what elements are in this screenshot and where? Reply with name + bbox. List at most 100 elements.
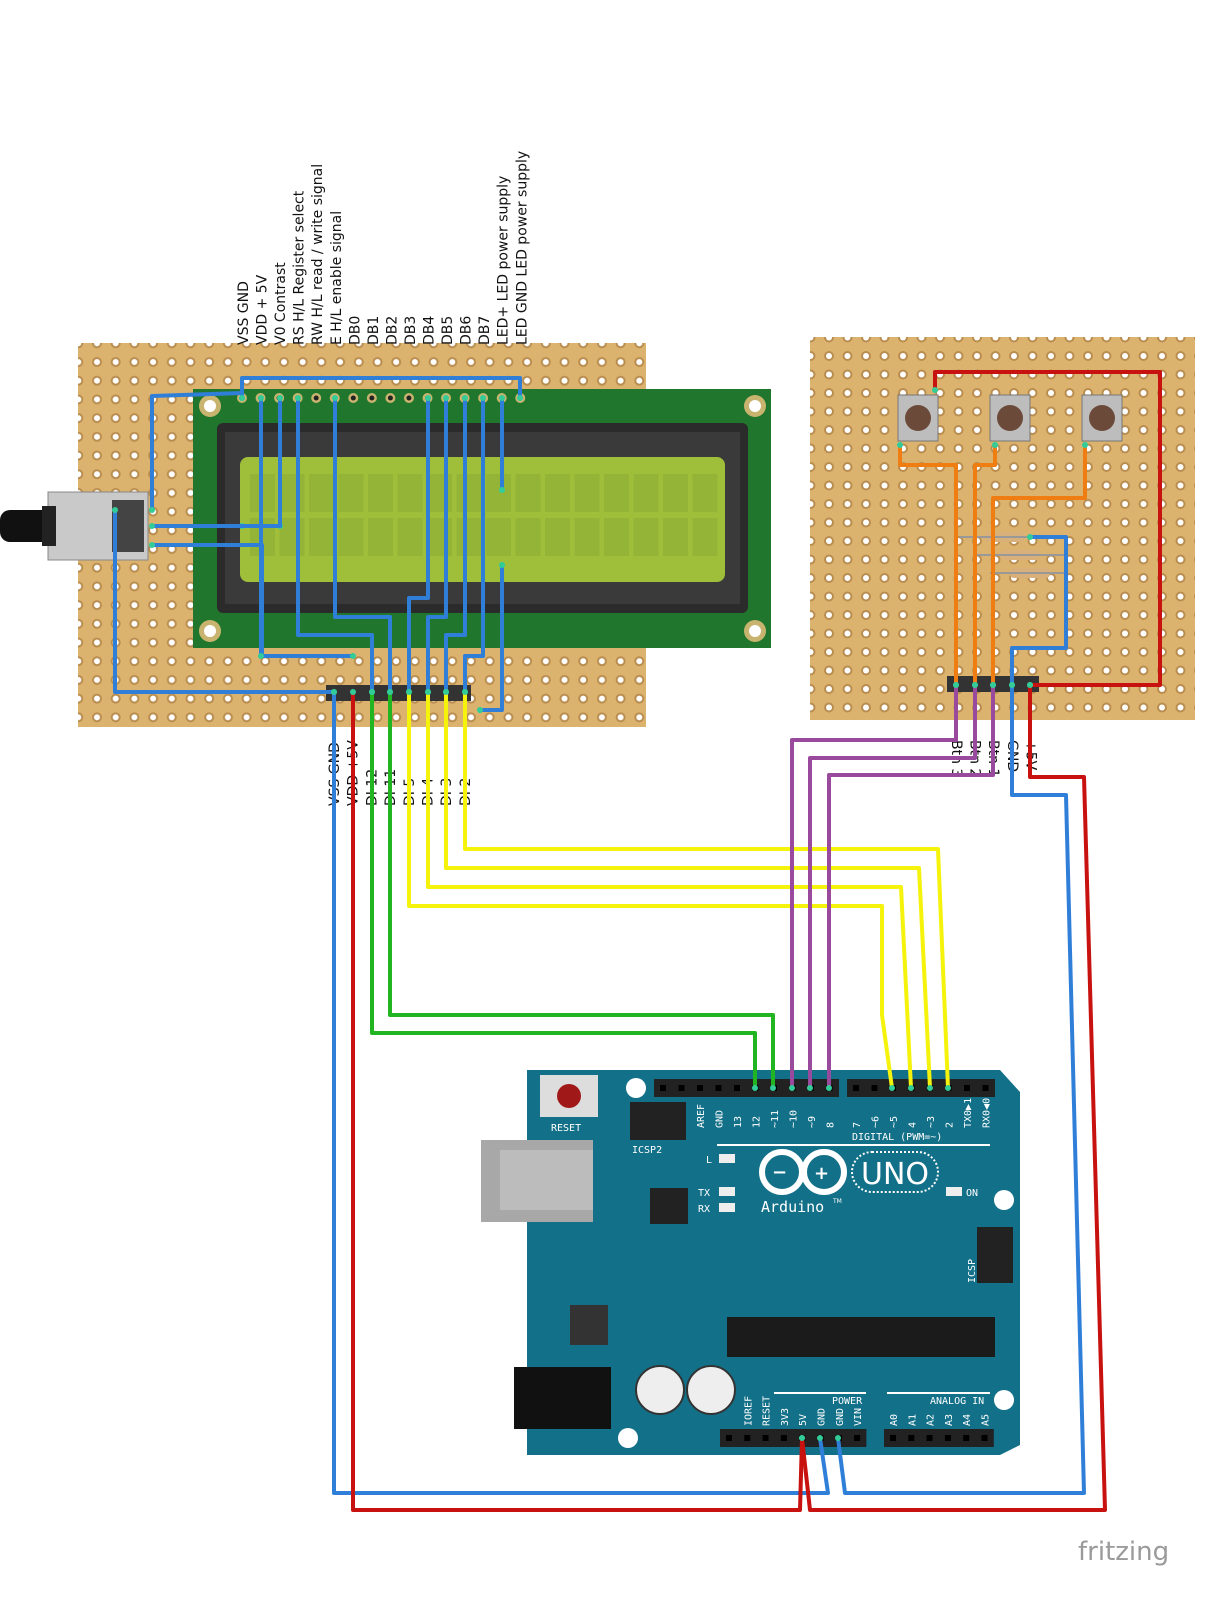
header-pin[interactable] — [762, 1435, 769, 1441]
wire-d8-btn1 — [827, 683, 995, 1090]
lcd-pin-label: LED GND LED power supply — [514, 151, 530, 345]
led-l-label: L — [706, 1155, 712, 1166]
lcd-pin-label: DB0 — [347, 316, 363, 345]
wire-5v-lcd — [351, 690, 804, 1512]
wire-d9-btn2 — [808, 683, 977, 1090]
lcd-pin-label: DB6 — [459, 316, 475, 345]
header-pin[interactable] — [780, 1435, 787, 1441]
header-pin[interactable] — [726, 1435, 732, 1441]
lcd-pin-label: V0 Contrast — [273, 262, 289, 345]
pin-label: RESET — [762, 1396, 773, 1426]
lcd-char-cell — [486, 474, 511, 512]
lcd-char-cell — [397, 474, 423, 512]
lcd-char-cell — [515, 518, 541, 556]
header-pin[interactable] — [963, 1435, 970, 1441]
power-jack — [514, 1367, 611, 1429]
lcd-pin-label: DB3 — [403, 316, 419, 345]
lcd-pin-label: DB4 — [422, 316, 438, 345]
button-stripboard — [810, 337, 1195, 720]
lcd-char-cell — [368, 518, 393, 556]
wire-pot-left — [113, 508, 336, 694]
lcd-char-cell — [279, 518, 305, 556]
header-pin[interactable] — [854, 1435, 861, 1441]
lcd-char-cell — [456, 518, 482, 556]
header-pin[interactable] — [853, 1085, 859, 1091]
push-button[interactable] — [1081, 394, 1123, 442]
header-pin[interactable] — [926, 1435, 933, 1441]
arduino-brand: Arduino — [761, 1198, 824, 1216]
header-pin[interactable] — [871, 1085, 878, 1091]
wire-d12 — [370, 690, 757, 1090]
pin-label: 4 — [908, 1122, 919, 1128]
wire-db4 — [407, 396, 430, 694]
lcd-pin-label: DB1 — [366, 316, 382, 345]
header-pin[interactable] — [981, 1435, 988, 1441]
header-pin[interactable] — [697, 1085, 703, 1091]
lcd-char-cell — [545, 474, 570, 512]
lcd-char-cell — [663, 474, 688, 512]
wire-btn1 — [991, 443, 1087, 687]
pin-label: 5V — [798, 1414, 809, 1426]
power-label: POWER — [832, 1396, 863, 1407]
lcd-board-header — [326, 685, 471, 701]
reset-label: RESET — [551, 1123, 581, 1134]
pin-label: 12 — [752, 1116, 763, 1128]
fritzing-watermark: fritzing — [1078, 1537, 1169, 1567]
wire-d10-btn3 — [790, 683, 958, 1090]
led-rx-label: RX — [698, 1204, 710, 1215]
lcd-char-cell — [309, 518, 334, 556]
wire-lcd-top-bus — [240, 376, 522, 400]
header-pin[interactable] — [982, 1085, 989, 1091]
pin-label: AREF — [696, 1104, 707, 1128]
wire-led-gnd — [478, 563, 504, 712]
header-pin[interactable] — [715, 1085, 722, 1091]
pin-label: RX0◀0 — [982, 1098, 993, 1128]
lcd-char-cell — [545, 518, 570, 556]
header-pin[interactable] — [660, 1085, 666, 1091]
arduino-logo: − + UNO Arduino TM — [759, 1149, 939, 1216]
header-pin[interactable] — [744, 1435, 751, 1441]
lcd-pin-label: RS H/L Register select — [292, 190, 308, 345]
header-pin[interactable] — [734, 1085, 740, 1091]
lcd-char-cell — [486, 518, 511, 556]
lcd-char-cell — [692, 518, 718, 556]
lcd-char-cell — [633, 474, 659, 512]
header-pin[interactable] — [678, 1085, 685, 1091]
wire-db7 — [463, 396, 485, 694]
led-tx-label: TX — [698, 1188, 710, 1199]
lcd-char-cell — [338, 518, 364, 556]
push-button[interactable] — [897, 394, 939, 442]
wire-d2 — [463, 690, 950, 1090]
analog-label: ANALOG IN — [930, 1396, 984, 1407]
pin-label: A1 — [907, 1414, 918, 1426]
lcd-char-cell — [368, 474, 393, 512]
header-pin[interactable] — [908, 1435, 915, 1441]
lcd-pin-label: DB2 — [384, 316, 400, 345]
wire-d3 — [444, 690, 932, 1090]
lcd-char-cell — [604, 518, 629, 556]
svg-text:−: − — [772, 1162, 787, 1183]
header-pin[interactable] — [890, 1435, 896, 1441]
pin-label: VIN — [853, 1408, 864, 1426]
lcd-char-cell — [633, 518, 659, 556]
header-pin[interactable] — [964, 1085, 970, 1091]
pin-label: ~11 — [770, 1110, 781, 1128]
pin-label: 3V3 — [780, 1408, 791, 1426]
lcd-pin-label: DB7 — [477, 316, 493, 345]
icsp2-label: ICSP2 — [632, 1145, 662, 1156]
pin-label: 13 — [733, 1116, 744, 1128]
wire-btn-power — [933, 370, 1162, 687]
potentiometer — [0, 491, 149, 561]
header-pin[interactable] — [944, 1435, 951, 1441]
wire-btn2 — [973, 443, 997, 687]
lcd-char-cell — [309, 474, 334, 512]
lcd-char-cell — [279, 474, 305, 512]
pin-label: GND — [715, 1110, 726, 1128]
wire-d5 — [407, 690, 894, 1090]
pin-label: A4 — [962, 1414, 973, 1426]
lcd-pin-label: RW H/L read / write signal — [310, 164, 326, 345]
pin-label: GND — [817, 1408, 828, 1426]
lcd-char-cell — [515, 474, 541, 512]
pin-label: GND — [835, 1408, 846, 1426]
push-button[interactable] — [989, 394, 1031, 442]
